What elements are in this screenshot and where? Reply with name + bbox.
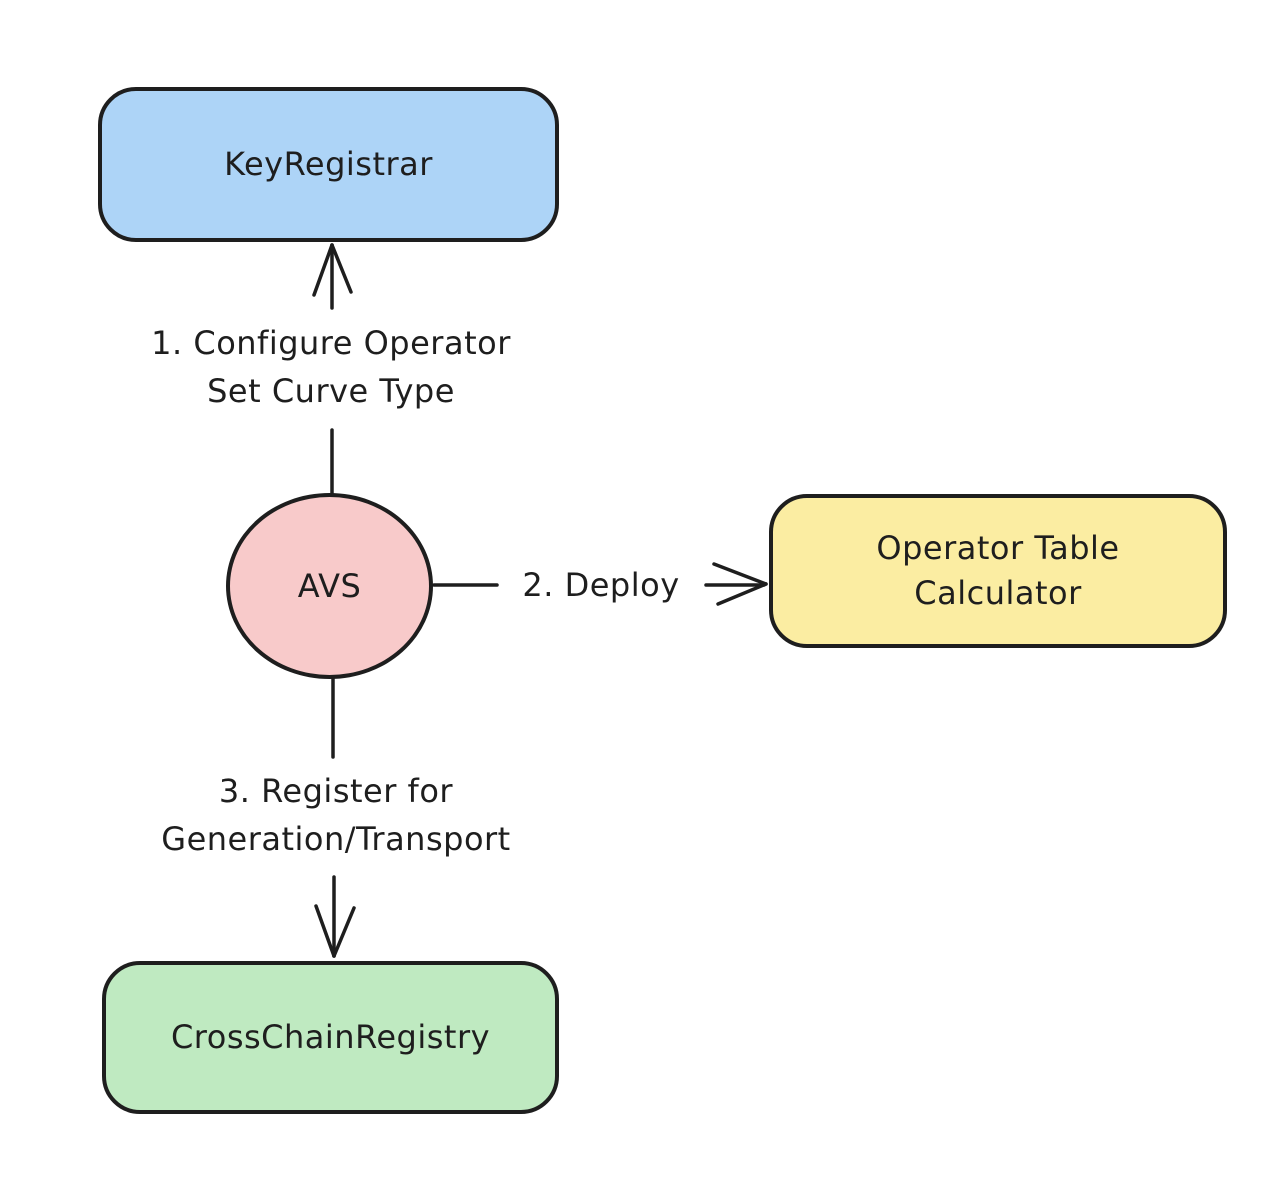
node-key-registrar-label: KeyRegistrar — [224, 145, 433, 184]
node-key-registrar: KeyRegistrar — [98, 87, 559, 242]
edge-configure-operator-arrow — [312, 243, 353, 495]
arrowhead-upper-leg — [712, 562, 768, 586]
node-operator-table-calculator-label-line2: Calculator — [914, 574, 1082, 612]
node-avs: AVS — [226, 493, 433, 679]
arrowhead-right-leg — [332, 906, 356, 958]
node-operator-table-calculator: Operator Table Calculator — [769, 494, 1227, 648]
edge-label-configure-operator-line2: Set Curve Type — [207, 372, 455, 410]
node-avs-label: AVS — [297, 566, 362, 605]
arrowhead-lower-leg — [716, 582, 768, 606]
arrowhead-right-leg — [330, 243, 353, 294]
node-cross-chain-registry: CrossChainRegistry — [102, 961, 559, 1114]
edge-register-arrow — [314, 677, 356, 958]
edge-label-deploy: 2. Deploy — [522, 561, 679, 609]
node-cross-chain-registry-label: CrossChainRegistry — [170, 1018, 491, 1057]
edge-label-configure-operator: 1. Configure Operator Set Curve Type — [151, 319, 511, 415]
node-operator-table-calculator-label-line1: Operator Table — [876, 529, 1120, 568]
arrowhead-left-leg — [312, 243, 334, 297]
edge-label-register-line1: 3. Register for — [218, 772, 454, 810]
edge-deploy-arrow — [432, 562, 768, 606]
edge-label-configure-operator-line1: 1. Configure Operator — [151, 324, 511, 362]
arrowhead-left-leg — [314, 904, 336, 958]
edge-label-register: 3. Register for Generation/Transport — [161, 767, 510, 863]
edge-label-deploy-text: 2. Deploy — [522, 566, 680, 604]
edge-label-register-line2: Generation/Transport — [161, 820, 511, 858]
